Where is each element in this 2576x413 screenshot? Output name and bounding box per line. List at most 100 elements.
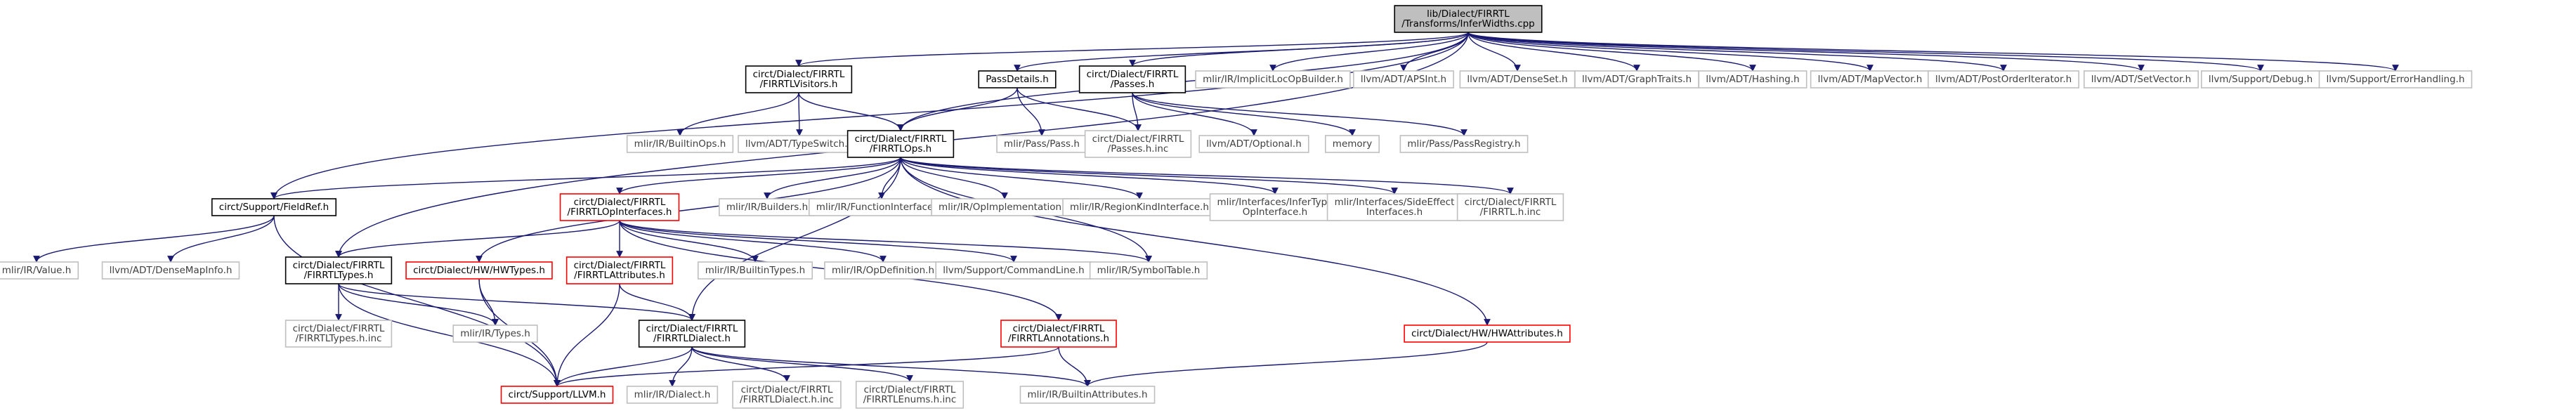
edge-root-to-mapvector bbox=[1467, 32, 1874, 72]
node-box bbox=[285, 320, 393, 348]
node-densemapinfo[interactable]: llvm/ADT/DenseMapInfo.h bbox=[101, 261, 240, 280]
node-label-line: circt/Support/FieldRef.h bbox=[219, 202, 329, 213]
node-hwattributes[interactable]: circt/Dialect/HW/HWAttributes.h bbox=[1404, 324, 1571, 343]
node-setvector[interactable]: llvm/ADT/SetVector.h bbox=[2083, 70, 2199, 88]
node-label-line: circt/Dialect/FIRRTL bbox=[293, 260, 385, 271]
node-label-line: mlir/IR/Builders.h bbox=[726, 202, 808, 213]
edge-ops-to-regionkind bbox=[900, 157, 1143, 199]
node-dialectinc[interactable]: circt/Dialect/FIRRTL/FIRRTLDialect.h.inc bbox=[732, 381, 842, 409]
node-label-line: circt/Dialect/FIRRTL bbox=[293, 323, 385, 334]
node-box bbox=[1089, 261, 1208, 280]
node-box bbox=[638, 320, 746, 348]
node-mapvector[interactable]: llvm/ADT/MapVector.h bbox=[1810, 70, 1930, 88]
node-opdefinition[interactable]: mlir/IR/OpDefinition.h bbox=[824, 261, 942, 280]
node-errorhandling[interactable]: llvm/Support/ErrorHandling.h bbox=[2318, 70, 2473, 88]
node-builtinops[interactable]: mlir/IR/BuiltinOps.h bbox=[626, 135, 734, 153]
node-builtinattrs[interactable]: mlir/IR/BuiltinAttributes.h bbox=[1019, 386, 1156, 404]
node-label-line: /FIRRTLVisitors.h bbox=[760, 79, 838, 90]
node-dialect[interactable]: circt/Dialect/FIRRTL/FIRRTLDialect.h bbox=[638, 320, 746, 348]
edge-ops-to-hwattributes bbox=[900, 157, 1491, 326]
node-label-line: OpInterface.h bbox=[1243, 206, 1307, 218]
node-box bbox=[2083, 70, 2199, 88]
node-label-line: /Transforms/InferWidths.cpp bbox=[1401, 18, 1535, 29]
node-label-line: /FIRRTLDialect.h.inc bbox=[740, 394, 834, 405]
edge-ops-to-opimpl bbox=[900, 157, 1008, 199]
edge-ops-to-sideeffect bbox=[900, 157, 1398, 195]
node-commandline[interactable]: llvm/Support/CommandLine.h bbox=[935, 261, 1092, 280]
node-implicitloc[interactable]: mlir/IR/ImplicitLocOpBuilder.h bbox=[1195, 70, 1351, 88]
node-graphtraits[interactable]: llvm/ADT/GraphTraits.h bbox=[1574, 70, 1699, 88]
node-denseset[interactable]: llvm/ADT/DenseSet.h bbox=[1459, 70, 1576, 88]
node-label-line: llvm/ADT/MapVector.h bbox=[1818, 74, 1923, 85]
node-memory[interactable]: memory bbox=[1324, 135, 1380, 153]
node-box bbox=[697, 261, 813, 280]
node-label-line: mlir/Pass/Pass.h bbox=[1004, 138, 1080, 150]
node-root: lib/Dialect/FIRRTL/Transforms/InferWidth… bbox=[1394, 5, 1543, 33]
node-irtypes[interactable]: mlir/IR/Types.h bbox=[452, 324, 538, 343]
node-typeswitch[interactable]: llvm/ADT/TypeSwitch.h bbox=[738, 135, 861, 153]
node-hashing[interactable]: llvm/ADT/Hashing.h bbox=[1698, 70, 1807, 88]
node-box bbox=[1324, 135, 1380, 153]
node-box bbox=[935, 261, 1092, 280]
node-label-line: /FIRRTLEnums.h.inc bbox=[863, 394, 957, 405]
node-builtintypes[interactable]: mlir/IR/BuiltinTypes.h bbox=[697, 261, 813, 280]
node-debug[interactable]: llvm/Support/Debug.h bbox=[2201, 70, 2320, 88]
node-typesinc[interactable]: circt/Dialect/FIRRTL/FIRRTLTypes.h.inc bbox=[285, 320, 393, 348]
node-box bbox=[1394, 5, 1543, 33]
edge-root-to-passdetails bbox=[1014, 32, 1469, 72]
node-attributes[interactable]: circt/Dialect/FIRRTL/FIRRTLAttributes.h bbox=[565, 256, 674, 284]
node-box bbox=[1810, 70, 1930, 88]
node-regionkind[interactable]: mlir/IR/RegionKindInterface.h bbox=[1062, 198, 1217, 216]
node-hwtypes[interactable]: circt/Dialect/HW/HWTypes.h bbox=[405, 261, 553, 280]
node-box bbox=[565, 256, 674, 284]
node-label-line: mlir/Interfaces/InferType bbox=[1217, 197, 1333, 208]
node-box bbox=[1062, 198, 1217, 216]
edge-passdetails-to-pass bbox=[1016, 87, 1045, 136]
edge-opinterfaces-to-builtintypes bbox=[619, 220, 759, 263]
node-passregistry[interactable]: mlir/Pass/PassRegistry.h bbox=[1399, 135, 1529, 153]
edge-ops-to-builders bbox=[764, 157, 901, 199]
node-box bbox=[1195, 70, 1351, 88]
node-box bbox=[745, 65, 853, 93]
edge-ops-to-opinterfaces bbox=[616, 157, 901, 195]
edge-attributes-to-llvmh bbox=[554, 283, 620, 387]
node-passesinc[interactable]: circt/Dialect/FIRRTL/Passes.h.inc bbox=[1084, 130, 1192, 158]
node-label-line: llvm/ADT/APSInt.h bbox=[1361, 74, 1446, 85]
node-builders[interactable]: mlir/IR/Builders.h bbox=[719, 198, 816, 216]
node-visitors[interactable]: circt/Dialect/FIRRTL/FIRRTLVisitors.h bbox=[745, 65, 853, 93]
node-firrtlhinc[interactable]: circt/Dialect/FIRRTL/FIRRTL.h.inc bbox=[1456, 193, 1564, 221]
node-box bbox=[1209, 193, 1341, 221]
node-label-line: /Passes.h.inc bbox=[1108, 143, 1169, 155]
node-enumsinc[interactable]: circt/Dialect/FIRRTL/FIRRTLEnums.h.inc bbox=[855, 381, 965, 409]
edge-fieldref-to-densemapinfo bbox=[167, 215, 275, 263]
edge-ops-to-hwtypes bbox=[476, 157, 901, 263]
node-passdetails[interactable]: PassDetails.h bbox=[978, 70, 1057, 88]
node-symboltable[interactable]: mlir/IR/SymbolTable.h bbox=[1089, 261, 1208, 280]
node-llvmh[interactable]: circt/Support/LLVM.h bbox=[500, 386, 614, 404]
node-funcinterfaces[interactable]: mlir/IR/FunctionInterfaces.h bbox=[808, 198, 955, 216]
node-value[interactable]: mlir/IR/Value.h bbox=[0, 261, 79, 280]
node-label-line: circt/Dialect/FIRRTL bbox=[1087, 69, 1179, 80]
node-label-line: /FIRRTLOps.h bbox=[870, 143, 931, 155]
node-label-line: llvm/ADT/SetVector.h bbox=[2091, 74, 2191, 85]
node-pass[interactable]: mlir/Pass/Pass.h bbox=[996, 135, 1087, 153]
node-types[interactable]: circt/Dialect/FIRRTL/FIRRTLTypes.h bbox=[285, 256, 393, 284]
node-label-line: lib/Dialect/FIRRTL bbox=[1427, 8, 1510, 20]
edge-visitors-to-ops bbox=[798, 92, 904, 131]
node-postorder[interactable]: llvm/ADT/PostOrderIterator.h bbox=[1928, 70, 2079, 88]
node-box bbox=[285, 256, 393, 284]
node-fieldref[interactable]: circt/Support/FieldRef.h bbox=[211, 198, 337, 216]
edge-root-to-debug bbox=[1467, 32, 2264, 72]
edge-types-to-llvmh bbox=[338, 283, 561, 387]
node-optional[interactable]: llvm/ADT/Optional.h bbox=[1198, 135, 1309, 153]
node-apsint[interactable]: llvm/ADT/APSInt.h bbox=[1353, 70, 1454, 88]
edge-root-to-graphtraits bbox=[1467, 32, 1640, 72]
node-opimpl[interactable]: mlir/IR/OpImplementation.h bbox=[931, 198, 1078, 216]
node-opinterfaces[interactable]: circt/Dialect/FIRRTL/FIRRTLOpInterfaces.… bbox=[559, 193, 680, 221]
node-irdialect[interactable]: mlir/IR/Dialect.h bbox=[626, 386, 719, 404]
node-ops[interactable]: circt/Dialect/FIRRTL/FIRRTLOps.h bbox=[846, 130, 955, 158]
node-annotations[interactable]: circt/Dialect/FIRRTL/FIRRTLAnnotations.h bbox=[1000, 320, 1117, 348]
node-passes[interactable]: circt/Dialect/FIRRTL/Passes.h bbox=[1078, 65, 1186, 93]
